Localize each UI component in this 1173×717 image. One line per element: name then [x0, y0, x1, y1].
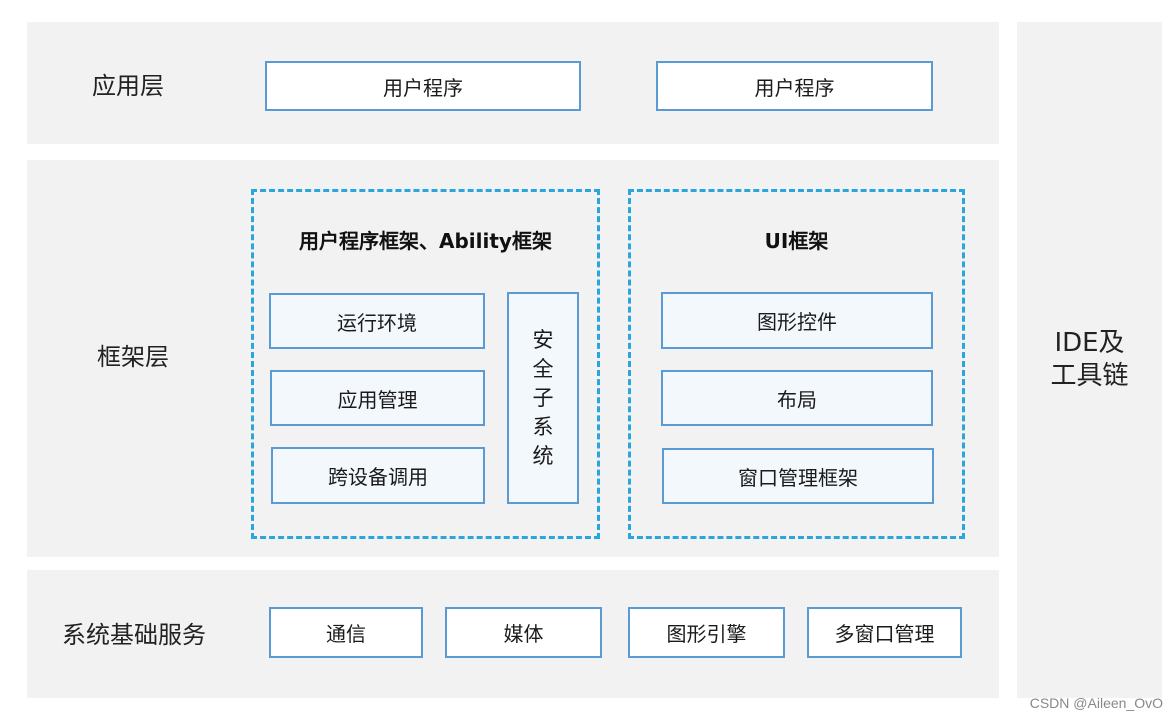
window-management-framework-box: 窗口管理框架 — [662, 448, 934, 504]
ui-framework-group — [628, 189, 965, 539]
security-subsystem-char-3: 子 — [532, 385, 554, 410]
runtime-environment-box: 运行环境 — [269, 293, 485, 349]
multi-window-management-box: 多窗口管理 — [807, 607, 962, 658]
layout-box: 布局 — [661, 370, 933, 426]
framework-layer-label: 框架层 — [97, 342, 169, 371]
security-subsystem-box: 安 全 子 系 统 — [507, 292, 579, 504]
ide-toolchain-line-1: IDE及 — [1054, 328, 1125, 358]
ide-toolchain-panel: IDE及 工具链 — [1017, 22, 1162, 698]
application-layer-label: 应用层 — [92, 71, 164, 100]
app-management-box: 应用管理 — [270, 370, 485, 426]
system-services-layer-label: 系统基础服务 — [62, 620, 206, 649]
watermark: CSDN @Aileen_OvO — [1029, 695, 1163, 711]
ui-framework-title: UI框架 — [764, 229, 829, 253]
security-subsystem-char-2: 全 — [532, 356, 554, 381]
user-program-box-1: 用户程序 — [265, 61, 581, 111]
graphic-controls-box: 图形控件 — [661, 292, 933, 349]
graphics-engine-box: 图形引擎 — [628, 607, 785, 658]
ide-toolchain-label: IDE及 工具链 — [1040, 327, 1140, 393]
ability-framework-group — [251, 189, 600, 539]
security-subsystem-char-5: 统 — [532, 443, 554, 468]
user-program-box-2: 用户程序 — [656, 61, 933, 111]
media-box: 媒体 — [445, 607, 602, 658]
ability-framework-title: 用户程序框架、Ability框架 — [299, 229, 552, 253]
ide-toolchain-line-2: 工具链 — [1050, 361, 1129, 391]
communication-box: 通信 — [269, 607, 423, 658]
cross-device-call-box: 跨设备调用 — [271, 447, 485, 504]
security-subsystem-char-1: 安 — [532, 327, 554, 352]
security-subsystem-char-4: 系 — [532, 414, 554, 439]
